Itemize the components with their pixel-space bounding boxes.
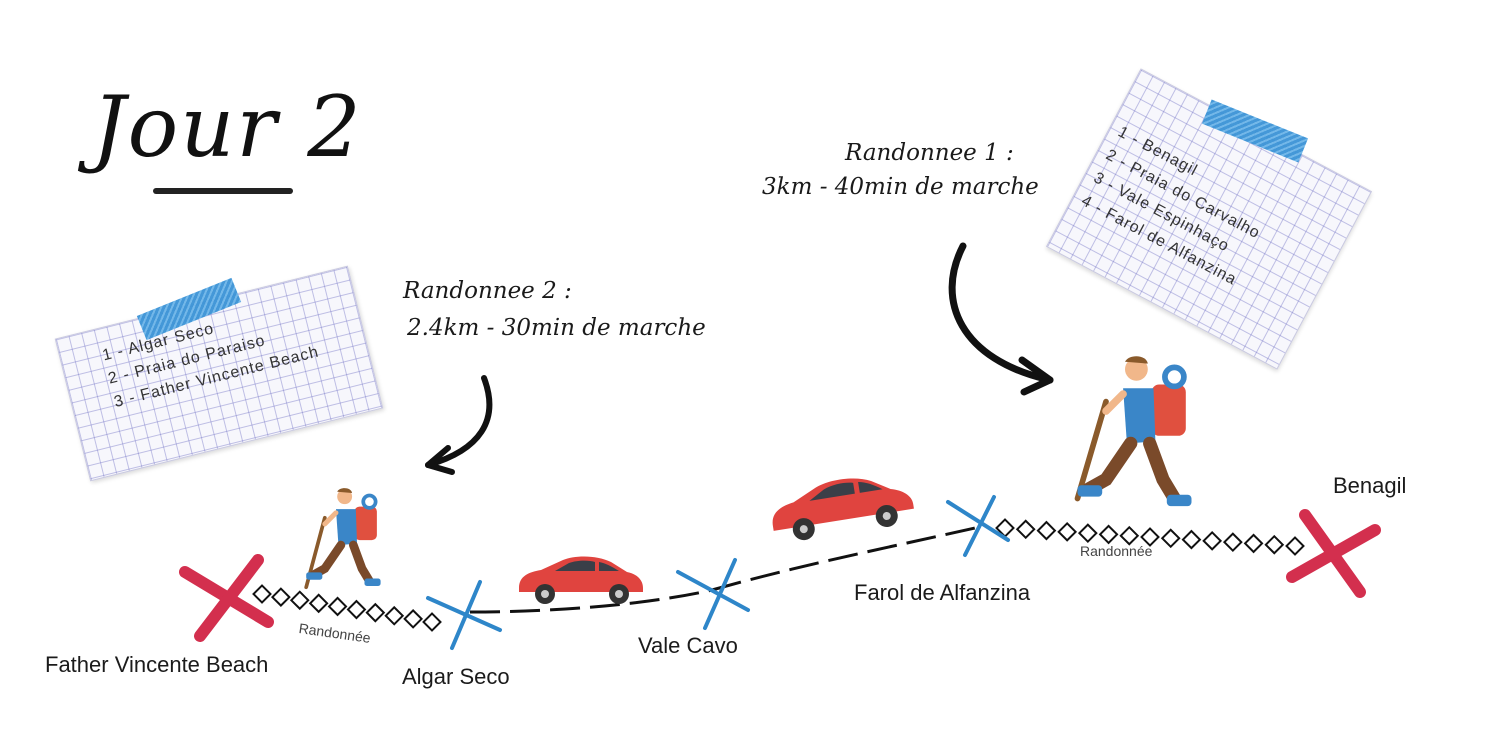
curved-arrow-icon (948, 242, 1054, 396)
car-icon (772, 478, 914, 541)
trail-marker (252, 584, 272, 604)
trail-marker (1140, 527, 1160, 547)
trail-marker (1285, 536, 1305, 556)
cross-marker-icon (946, 495, 1010, 557)
place-label-vale-cavo: Vale Cavo (638, 633, 738, 658)
car-icon (519, 556, 643, 604)
trail-marker (1077, 523, 1098, 544)
trail-marker (1119, 525, 1140, 546)
trail-marker (1243, 533, 1264, 554)
trail-marker (1181, 529, 1202, 550)
trail-marker (308, 593, 329, 614)
cross-marker-icon (676, 558, 750, 630)
car-route (469, 526, 976, 614)
hike-trail (995, 518, 1305, 556)
trail-marker (365, 602, 386, 623)
trail-marker (422, 612, 442, 632)
trail-marker (1202, 530, 1223, 551)
hike2-title: Randonnee 2 : (403, 278, 572, 304)
hiker-icon (1074, 356, 1192, 507)
cross-marker-icon (426, 580, 502, 650)
trail-marker (995, 518, 1015, 538)
page-title: Jour 2 (92, 78, 363, 176)
cross-marker-icon (1286, 509, 1381, 598)
trail-marker (384, 605, 405, 626)
curved-arrow-icon (425, 375, 493, 475)
trail-marker (346, 599, 367, 620)
trail-marker (1264, 534, 1285, 555)
trail-marker (327, 596, 348, 617)
trail-marker (1098, 524, 1119, 545)
place-label-benagil: Benagil (1333, 473, 1407, 498)
hike-trail (252, 584, 442, 632)
hike-segment-label: Randonnée (1080, 543, 1153, 559)
trail-marker (1222, 532, 1243, 553)
hiker-icon (304, 488, 381, 590)
trail-marker (270, 587, 291, 608)
cross-marker-icon (179, 554, 274, 642)
trail-marker (1036, 520, 1057, 541)
hike1-detail: 3km - 40min de marche (762, 174, 1039, 200)
trail-marker (289, 590, 310, 611)
hike1-title: Randonnee 1 : (845, 140, 1014, 166)
title-underline (153, 188, 293, 194)
place-label-father-vincente-beach: Father Vincente Beach (45, 652, 269, 677)
trail-marker (1057, 521, 1078, 542)
place-label-farol-de-alfanzina: Farol de Alfanzina (854, 580, 1031, 605)
place-label-algar-seco: Algar Seco (402, 664, 510, 689)
trail-marker (403, 608, 424, 629)
hike2-detail: 2.4km - 30min de marche (407, 315, 706, 341)
trail-marker (1160, 528, 1181, 549)
trail-marker (1015, 519, 1036, 540)
